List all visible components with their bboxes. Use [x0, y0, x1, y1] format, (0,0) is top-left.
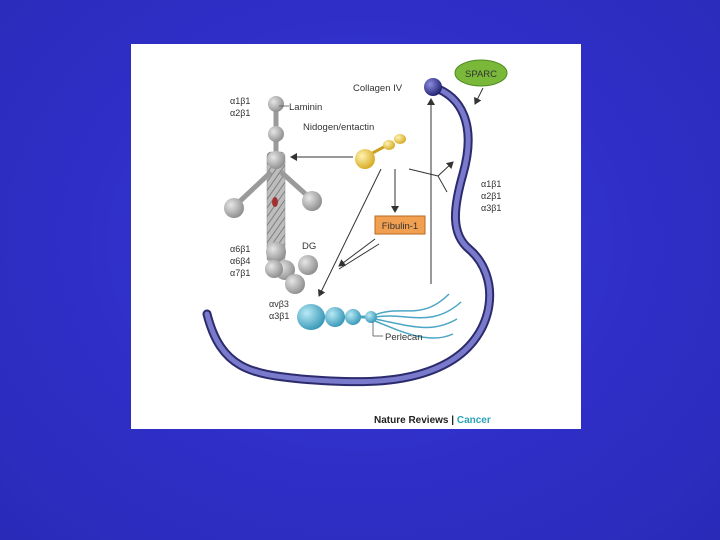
- fibulin-to-laminin-arrow: [338, 238, 376, 267]
- integrin-a6b4: α6β4: [230, 256, 250, 266]
- collagen-iv-label: Collagen IV: [353, 83, 403, 94]
- integrin-avb3: αvβ3: [269, 299, 289, 309]
- fibulin-1-box: [374, 215, 426, 235]
- laminin-molecule: [224, 96, 322, 294]
- journal-name: Nature Reviews: [374, 415, 449, 426]
- perlecan-molecule: [297, 293, 462, 339]
- sparc-arrow: [474, 87, 484, 105]
- integrin-a3b1-collagen: α3β1: [481, 203, 501, 213]
- nidogen-to-collagen-line: [408, 168, 439, 177]
- integrin-a2b1-collagen: α2β1: [481, 191, 501, 201]
- fibulin-arrow-2: [338, 243, 380, 270]
- dg-label: DG: [302, 241, 316, 252]
- sparc-shape: [454, 59, 508, 87]
- collagen-branch-line: [437, 175, 448, 193]
- journal-separator: |: [448, 415, 456, 426]
- basement-membrane-diagram: SPARC Collagen IV: [202, 59, 508, 426]
- nidogen-to-perlecan-arrow: [318, 168, 382, 297]
- integrin-a3b1-perlecan: α3β1: [269, 311, 289, 321]
- laminin-label: Laminin: [289, 102, 322, 113]
- journal-section: Cancer: [457, 415, 491, 426]
- integrin-a1b1-laminin: α1β1: [230, 96, 250, 106]
- fibulin-1-label: Fibulin-1: [382, 221, 418, 232]
- integrin-a2b1-laminin: α2β1: [230, 108, 250, 118]
- integrin-a1b1-collagen: α1β1: [481, 179, 501, 189]
- journal-footer: Nature Reviews | Cancer: [374, 415, 491, 426]
- perlecan-label: Perlecan: [385, 332, 423, 343]
- collagen-iv-head: [424, 78, 442, 96]
- figure-panel: SPARC Collagen IV: [131, 44, 581, 429]
- nidogen-label: Nidogen/entactin: [303, 122, 374, 133]
- sparc-label: SPARC: [465, 69, 497, 80]
- integrin-a7b1: α7β1: [230, 268, 250, 278]
- nidogen-molecule: [355, 134, 406, 169]
- integrin-a6b1: α6β1: [230, 244, 250, 254]
- collagen-branch-arrow-up: [437, 161, 454, 177]
